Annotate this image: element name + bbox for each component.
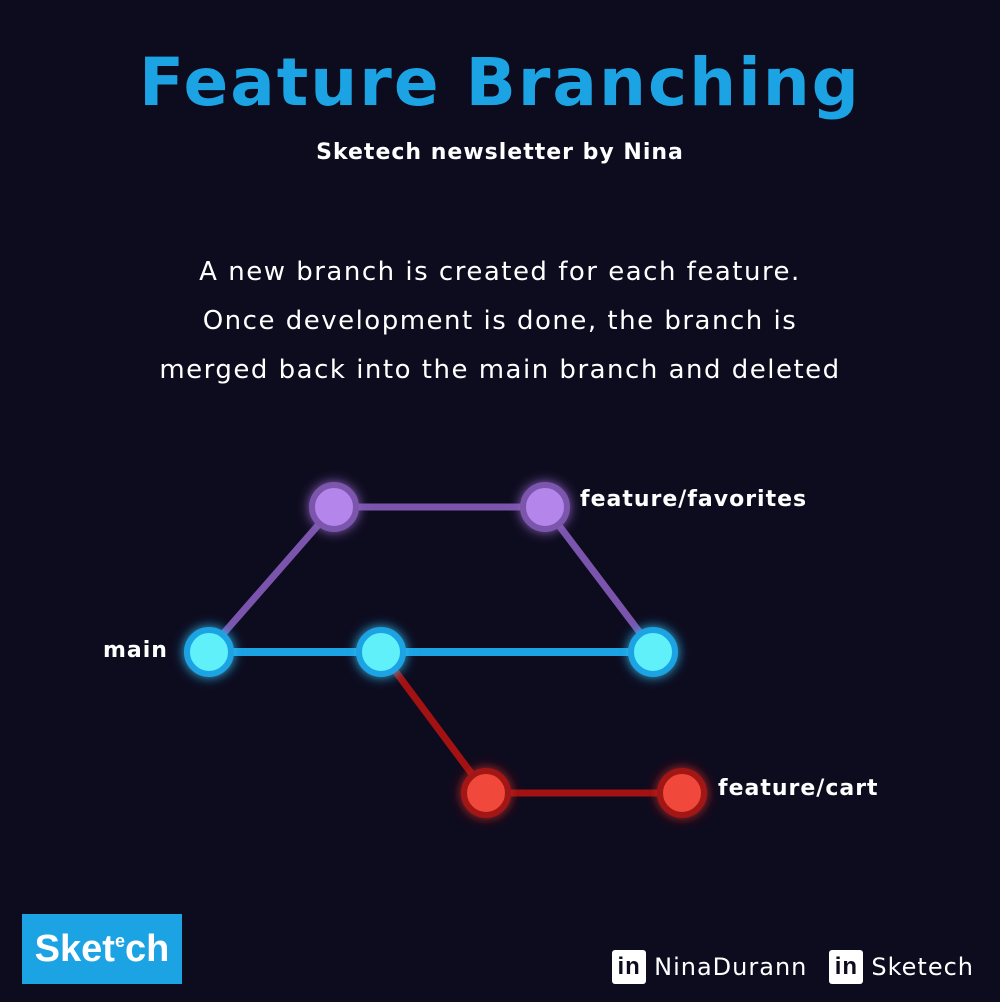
linkedin-icon: in <box>612 950 647 984</box>
description-line: A new branch is created for each feature… <box>199 257 801 287</box>
branch-label-main: main <box>103 638 168 663</box>
node-favorites-2 <box>520 482 570 532</box>
logo-text: Sketech <box>34 927 170 970</box>
social-link-ninadurann[interactable]: in NinaDurann <box>612 950 807 984</box>
linkedin-icon: in <box>829 950 864 984</box>
node-main-1 <box>184 627 234 677</box>
edge-favorites-to-main <box>541 503 657 654</box>
description-line: merged back into the main branch and del… <box>159 355 841 385</box>
page-subtitle: Sketech newsletter by Nina <box>316 140 684 165</box>
branch-label-favorites: feature/favorites <box>580 487 808 512</box>
node-main-2 <box>356 627 406 677</box>
page-title: Feature Branching <box>139 44 861 121</box>
edge-main-to-favorites <box>205 503 338 654</box>
description-line: Once development is done, the branch is <box>202 306 798 336</box>
edge-main-to-cart <box>377 648 490 797</box>
node-cart-1 <box>461 768 511 818</box>
social-links: in NinaDurann in Sketech <box>612 950 974 984</box>
sketech-logo: Sketech <box>22 914 182 984</box>
branch-label-cart: feature/cart <box>718 776 879 801</box>
description: A new branch is created for each feature… <box>0 248 1000 395</box>
social-handle: NinaDurann <box>654 953 808 981</box>
social-handle: Sketech <box>871 953 974 981</box>
node-main-3 <box>628 627 678 677</box>
node-favorites-1 <box>309 482 359 532</box>
node-cart-2 <box>657 768 707 818</box>
social-link-sketech[interactable]: in Sketech <box>829 950 974 984</box>
